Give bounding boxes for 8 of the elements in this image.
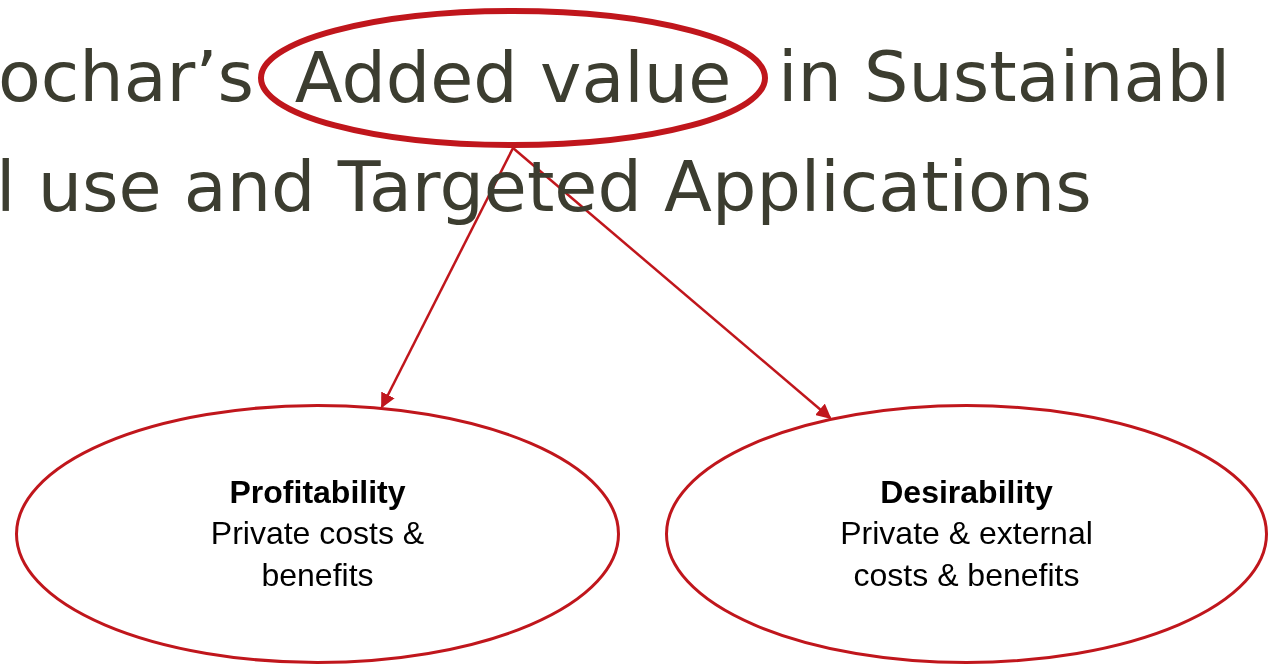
description-text: Private costs & benefits <box>209 514 426 595</box>
title-text: ochar’s <box>0 42 255 112</box>
heading-text: Desirability <box>880 472 1053 512</box>
title-text: Added value <box>294 43 732 113</box>
arrow <box>512 147 832 419</box>
heading-text: Profitability <box>229 472 406 512</box>
title-text: in Sustainabl <box>778 42 1231 112</box>
description-text: Private & external costs & benefits <box>839 514 1094 595</box>
